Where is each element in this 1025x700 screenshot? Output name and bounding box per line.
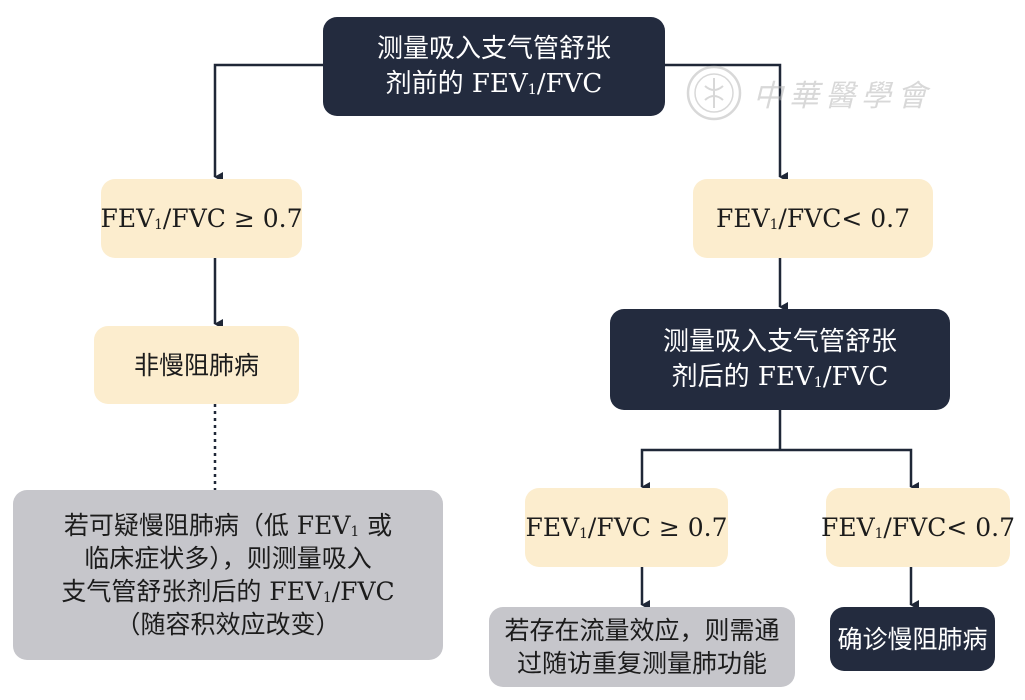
copd-diagnosis-label: 确诊慢阻肺病 bbox=[837, 624, 988, 654]
pre-test-line1: 测量吸入支气管舒张 bbox=[376, 34, 611, 65]
non-copd-label: 非慢阻肺病 bbox=[133, 350, 259, 380]
post-ratio-low-label: FEV1/FVC< 0.7 bbox=[821, 513, 1016, 543]
ratio-normal-label: FEV1/FVC ≥ 0.7 bbox=[100, 204, 303, 234]
connector-pre-to-left bbox=[213, 63, 325, 182]
watermark: 中華醫學會 bbox=[685, 64, 933, 122]
suspect-line3: 支气管舒张剂后的 FEV1/FVC bbox=[61, 577, 395, 607]
post-bronchodilator-test-box: 测量吸入支气管舒张 剂后的 FEV1/FVC bbox=[610, 309, 950, 410]
flow-effect-followup-box: 若存在流量效应，则需通 过随访重复测量肺功能 bbox=[489, 607, 795, 687]
suspect-line1: 若可疑慢阻肺病（低 FEV1 或 bbox=[63, 511, 393, 541]
pre-test-line2: 剂前的 FEV1/FVC bbox=[385, 68, 603, 99]
post-test-line2: 剂后的 FEV1/FVC bbox=[671, 361, 889, 392]
copd-diagnosis-box: 确诊慢阻肺病 bbox=[830, 607, 995, 671]
post-ratio-normal-box: FEV1/FVC ≥ 0.7 bbox=[525, 488, 728, 567]
connector-pre-to-right bbox=[665, 63, 788, 182]
ratio-normal-box: FEV1/FVC ≥ 0.7 bbox=[101, 179, 302, 258]
non-copd-box: 非慢阻肺病 bbox=[94, 326, 299, 404]
connector-post-to-right-ratio bbox=[780, 448, 919, 492]
suspect-line4: （随容积效应改变） bbox=[115, 610, 341, 639]
watermark-text: 中華醫學會 bbox=[753, 79, 933, 114]
suspect-line2: 临床症状多），则测量吸入 bbox=[84, 544, 372, 573]
ratio-low-box: FEV1/FVC< 0.7 bbox=[693, 179, 933, 258]
ratio-low-label: FEV1/FVC< 0.7 bbox=[715, 204, 910, 234]
volume-effect-line1: 若存在流量效应，则需通 bbox=[504, 616, 780, 645]
seal-emblem-icon bbox=[686, 65, 742, 121]
volume-effect-line2: 过随访重复测量肺功能 bbox=[516, 649, 767, 678]
post-ratio-low-box: FEV1/FVC< 0.7 bbox=[821, 488, 1015, 567]
suspected-copd-box: 若可疑慢阻肺病（低 FEV1 或 临床症状多），则测量吸入 支气管舒张剂后的 F… bbox=[13, 490, 443, 660]
post-test-line1: 测量吸入支气管舒张 bbox=[662, 327, 897, 358]
post-ratio-normal-label: FEV1/FVC ≥ 0.7 bbox=[525, 513, 728, 543]
connector-post-to-left-ratio bbox=[640, 448, 780, 492]
pre-bronchodilator-test-box: 测量吸入支气管舒张 剂前的 FEV1/FVC bbox=[323, 17, 665, 116]
